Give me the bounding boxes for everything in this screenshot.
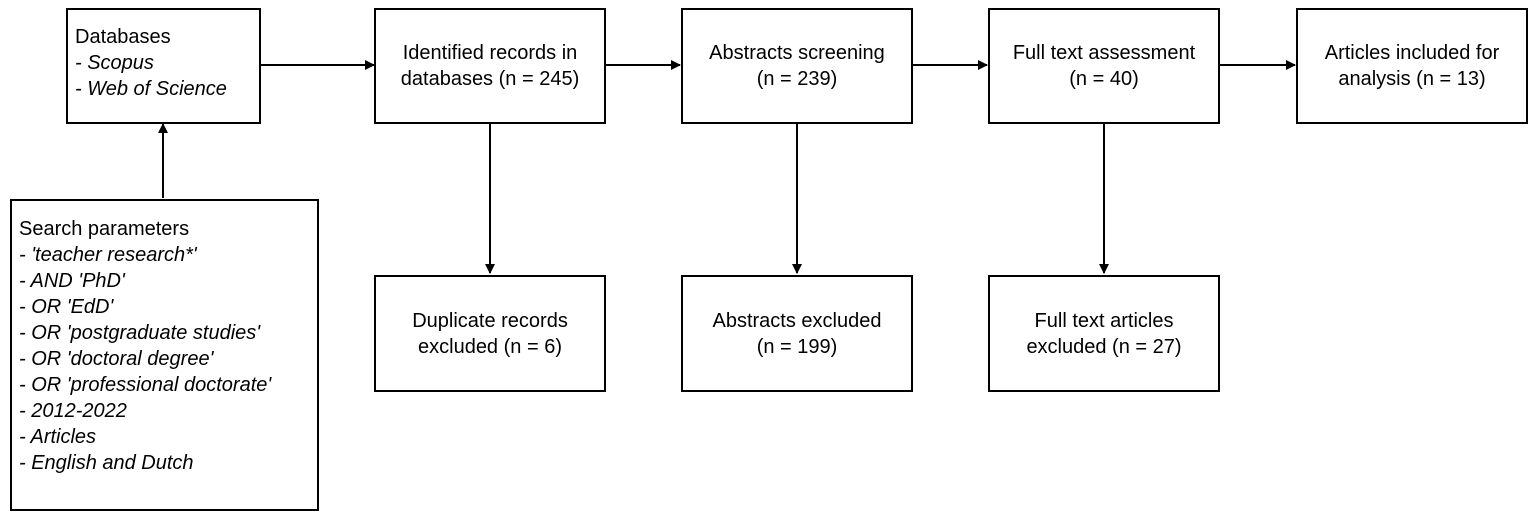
articles-included-line2: analysis (n = 13) [1338, 68, 1486, 90]
search-parameter-item: - English and Dutch [19, 452, 194, 474]
search-parameter-item: - OR 'professional doctorate' [19, 374, 272, 396]
search-parameter-item: - OR 'doctoral degree' [19, 348, 214, 370]
full-text-assessment-box: Full text assessment (n = 40) [988, 8, 1220, 124]
search-parameter-item: - OR 'postgraduate studies' [19, 322, 261, 344]
abstracts-screening-box: Abstracts screening (n = 239) [681, 8, 913, 124]
databases-title: Databases [75, 26, 171, 48]
abstracts-screening-line2: (n = 239) [756, 68, 838, 90]
full-text-assessment-line1: Full text assessment [1012, 42, 1196, 64]
search-parameter-item: - 'teacher research*' [19, 244, 197, 266]
duplicate-records-line1: Duplicate records [412, 309, 568, 332]
articles-included-box: Articles included for analysis (n = 13) [1296, 8, 1528, 124]
duplicate-records-box: Duplicate records excluded (n = 6) [374, 275, 606, 392]
full-text-excluded-line1: Full text articles [1034, 309, 1174, 332]
search-parameters-box: Search parameters - 'teacher research*' … [10, 199, 319, 511]
search-parameter-item: - Articles [19, 426, 97, 448]
full-text-excluded-line2: excluded (n = 27) [1026, 335, 1182, 358]
full-text-assessment-line2: (n = 40) [1069, 68, 1139, 90]
identified-records-box: Identified records in databases (n = 245… [374, 8, 606, 124]
database-item: - Web of Science [75, 78, 227, 100]
abstracts-excluded-box: Abstracts excluded (n = 199) [681, 275, 913, 392]
search-parameters-title: Search parameters [19, 218, 190, 240]
search-parameter-item: - 2012-2022 [19, 400, 127, 422]
identified-records-line2: databases (n = 245) [400, 68, 580, 90]
full-text-excluded-box: Full text articles excluded (n = 27) [988, 275, 1220, 392]
abstracts-excluded-line2: (n = 199) [756, 335, 838, 358]
search-parameter-item: - AND 'PhD' [19, 270, 125, 292]
databases-box: Databases - Scopus - Web of Science [66, 8, 261, 124]
abstracts-screening-line1: Abstracts screening [709, 42, 885, 64]
abstracts-excluded-line1: Abstracts excluded [712, 309, 882, 332]
search-parameter-item: - OR 'EdD' [19, 296, 114, 318]
database-item: - Scopus [75, 52, 154, 74]
duplicate-records-line2: excluded (n = 6) [418, 335, 562, 358]
articles-included-line1: Articles included for [1324, 42, 1500, 64]
identified-records-line1: Identified records in [402, 42, 578, 64]
